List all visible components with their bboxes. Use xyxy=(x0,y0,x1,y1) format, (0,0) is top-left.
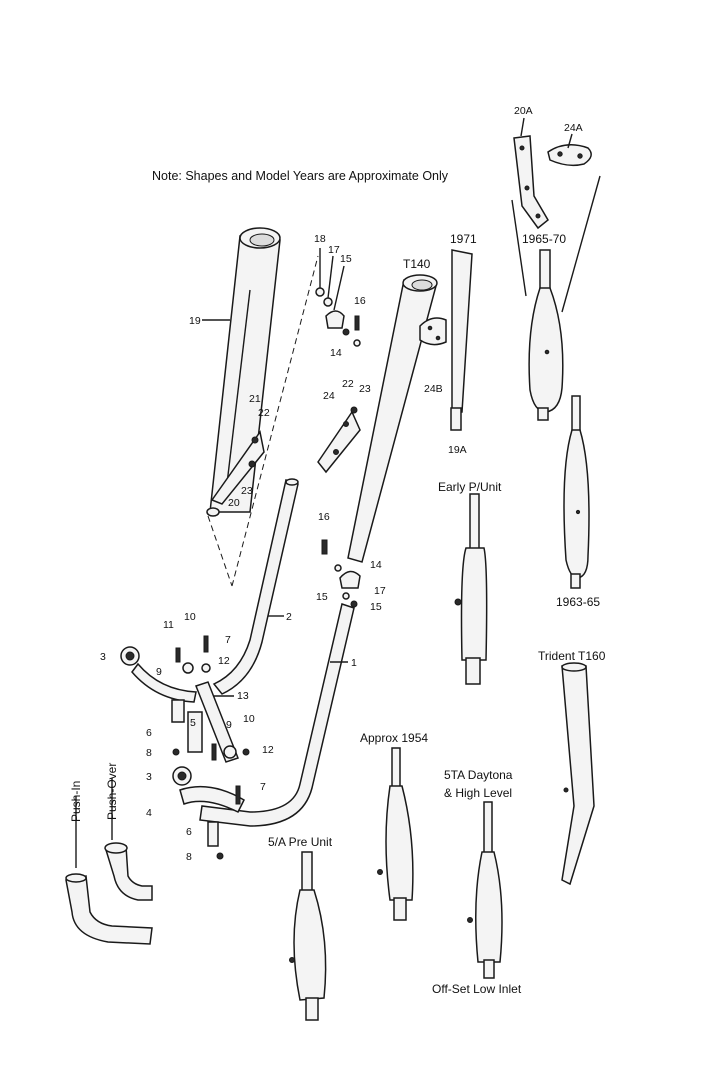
silencer-5ta-daytona xyxy=(467,801,503,979)
caption-approx-1954: Approx 1954 xyxy=(360,731,428,745)
silencer-1971 xyxy=(450,249,473,431)
label-17b: 17 xyxy=(374,585,386,597)
label-19: 19 xyxy=(189,315,201,327)
pipe-push-in xyxy=(65,873,153,945)
label-10b: 10 xyxy=(243,713,255,725)
caption-push-in: Push-In xyxy=(69,781,83,822)
silencer-5a-pre-unit xyxy=(289,851,327,1021)
caption-daytona-1: 5TA Daytona xyxy=(444,768,513,782)
bracket-24 xyxy=(317,406,361,474)
caption-push-over: Push-Over xyxy=(105,763,119,820)
caption-1965-70: 1965-70 xyxy=(522,232,566,246)
label-1: 1 xyxy=(351,657,357,669)
guide-line xyxy=(561,175,601,313)
bracket-20a xyxy=(513,117,549,230)
label-24b: 24B xyxy=(424,383,443,395)
label-6b: 6 xyxy=(186,826,192,838)
caption-early-punit: Early P/Unit xyxy=(438,480,502,494)
label-18: 18 xyxy=(314,233,326,245)
silencer-trident-t160 xyxy=(561,662,595,886)
clip-assembly-lower xyxy=(321,539,361,608)
label-15a: 15 xyxy=(340,253,352,265)
caption-1971: 1971 xyxy=(450,232,477,246)
label-12b: 12 xyxy=(262,744,274,756)
label-23a: 23 xyxy=(241,485,253,497)
caption-5a-pre-unit: 5/A Pre Unit xyxy=(268,835,333,849)
caption-daytona-2: & High Level xyxy=(444,786,512,800)
label-4: 4 xyxy=(146,807,152,819)
clamp-assembly-lower xyxy=(172,711,250,860)
label-21: 21 xyxy=(249,393,261,405)
label-20a: 20A xyxy=(514,105,533,117)
label-3a: 3 xyxy=(100,651,106,663)
label-7a: 7 xyxy=(225,634,231,646)
leader-15 xyxy=(333,265,345,311)
clamp-assembly-upper xyxy=(120,635,211,723)
guide-dashed xyxy=(207,515,233,587)
label-7b: 7 xyxy=(260,781,266,793)
label-22b: 22 xyxy=(342,378,354,390)
exhaust-pipe-1 xyxy=(199,603,355,827)
caption-offset-low-inlet: Off-Set Low Inlet xyxy=(432,982,522,996)
label-24a: 24A xyxy=(564,122,583,134)
label-15c: 15 xyxy=(370,601,382,613)
label-3b: 3 xyxy=(146,771,152,783)
label-5: 5 xyxy=(190,717,196,729)
label-12a: 12 xyxy=(218,655,230,667)
label-14a: 14 xyxy=(330,347,342,359)
label-9b: 9 xyxy=(226,719,232,731)
leader-17 xyxy=(327,255,334,299)
pipe-push-over xyxy=(104,842,153,901)
silencer-early-punit xyxy=(454,493,488,685)
label-23b: 23 xyxy=(359,383,371,395)
label-14b: 14 xyxy=(370,559,382,571)
diagram-note: Note: Shapes and Model Years are Approxi… xyxy=(152,169,449,183)
label-24: 24 xyxy=(323,390,335,402)
caption-t140: T140 xyxy=(403,257,431,271)
label-20: 20 xyxy=(228,497,240,509)
label-16b: 16 xyxy=(318,511,330,523)
label-2: 2 xyxy=(286,611,292,623)
silencer-1963-65 xyxy=(563,395,590,589)
bracket-24a xyxy=(547,133,592,167)
caption-1963-65: 1963-65 xyxy=(556,595,600,609)
silencer-1965-70 xyxy=(528,249,564,421)
label-10a: 10 xyxy=(184,611,196,623)
label-9a: 9 xyxy=(156,666,162,678)
silencer-19 xyxy=(206,227,281,517)
label-13: 13 xyxy=(237,690,249,702)
label-19a: 19A xyxy=(448,444,467,456)
exhaust-pipe-2 xyxy=(212,478,299,695)
label-11: 11 xyxy=(163,619,174,631)
silencer-t140 xyxy=(347,274,447,563)
label-8b: 8 xyxy=(186,851,192,863)
guide-line xyxy=(511,199,527,297)
label-15b: 15 xyxy=(316,591,328,603)
label-6a: 6 xyxy=(146,727,152,739)
label-22a: 22 xyxy=(258,407,270,419)
label-17a: 17 xyxy=(328,244,340,256)
crossover-pipe-13 xyxy=(195,681,239,763)
label-8a: 8 xyxy=(146,747,152,759)
label-16a: 16 xyxy=(354,295,366,307)
silencer-approx-1954 xyxy=(377,747,414,921)
caption-trident: Trident T160 xyxy=(538,649,606,663)
guide-dashed xyxy=(231,255,319,587)
